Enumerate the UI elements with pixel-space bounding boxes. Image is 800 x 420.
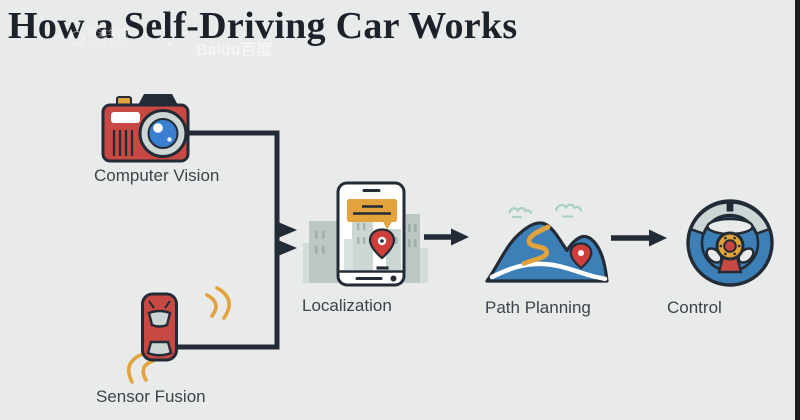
watermark-udacity-en: UDACITY [88,40,135,47]
phone-home-dot [390,275,397,282]
arrow-pathplanning-to-control [611,229,667,247]
lens-highlight [153,123,163,133]
steering-wheel-icon [686,199,774,287]
watermark-udacity: 优达学城 UDACITY [70,29,134,47]
watermark-udacity-cn: 优达学城 [88,29,128,40]
page-title: How a Self-Driving Car Works [8,5,518,47]
merge-arrowhead-bottom [278,240,297,256]
label-control: Control [667,298,722,317]
merge-arrowhead-top [278,222,297,238]
camera-lens [147,118,179,149]
building-right-windows [408,224,417,247]
phone-city-map-icon [303,181,428,287]
car-rear-window [146,340,173,357]
watermark-baidu: Baidu百度 [196,42,273,59]
car-top-view-icon [127,286,231,384]
camera-grip-lines [112,130,134,156]
cloud-icons [508,203,583,219]
mountain-route-icon [485,203,609,283]
wheel-hub-center [723,239,737,253]
car-hood-lines [148,300,171,309]
camera-icon [101,94,190,163]
watermark-separator: × [166,36,174,51]
connector-merge-lines [176,130,297,350]
destination-pin-icon [569,242,593,270]
lens-highlight-small [167,137,172,142]
sensor-waves-bottom-left [127,352,155,384]
camera-flash-panel [111,112,140,123]
label-localization: Localization [302,296,392,315]
wheel-hub-bolts [719,236,741,256]
road-white [489,261,608,282]
label-sensor-fusion: Sensor Fusion [96,387,206,406]
car-windshield [147,309,172,328]
label-path-planning: Path Planning [485,298,591,317]
building-far-left [303,243,313,283]
arrow-localization-to-pathplanning [424,228,469,246]
building-right [404,214,420,283]
screen-edge-bar [795,0,800,420]
wheel-top-notch [726,199,734,212]
label-computer-vision: Computer Vision [94,166,220,185]
map-pin-icon [368,228,396,270]
udacity-logo-icon [70,31,84,46]
building-left-windows [315,231,325,254]
building-far-right [420,248,428,283]
notification-bubble [347,199,397,230]
sensor-waves-top-right [205,286,231,320]
trail-orange [521,224,551,266]
